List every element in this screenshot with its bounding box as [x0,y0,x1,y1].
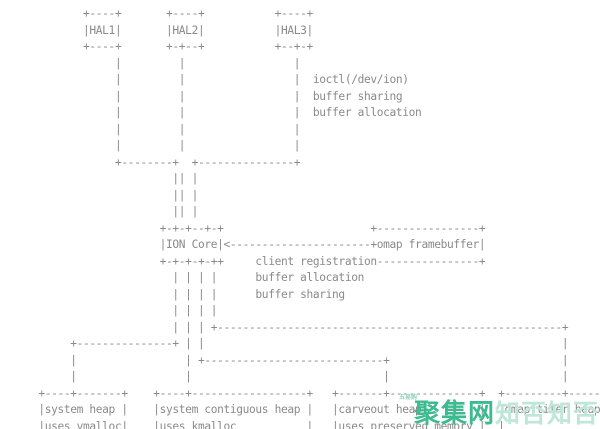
diagram-canvas: +----+ +----+ +----+ |HAL1| |HAL2| |HAL3… [38,7,600,429]
ascii-diagram: +----+ +----+ +----+ |HAL1| |HAL2| |HAL3… [38,7,600,429]
